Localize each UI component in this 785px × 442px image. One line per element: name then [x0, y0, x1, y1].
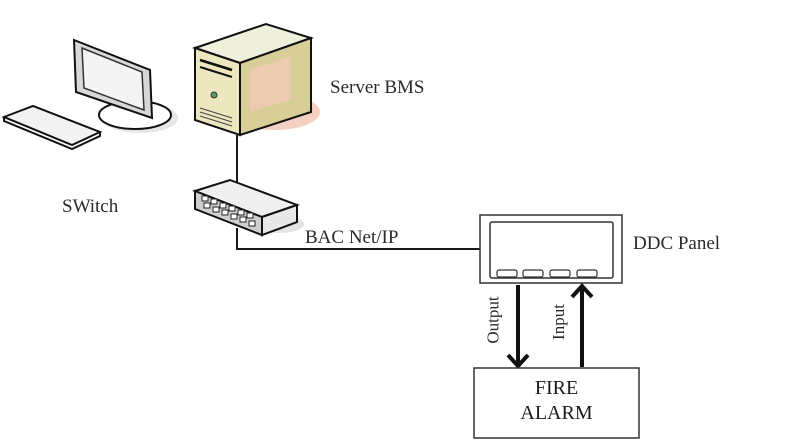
- fire-alarm-line1: FIRE: [534, 377, 579, 399]
- output-arrow: [506, 285, 530, 369]
- input-label: Input: [548, 304, 568, 340]
- output-label: Output: [483, 296, 503, 344]
- desktop-computer-icon: [1, 38, 178, 151]
- ddc-panel-label: DDC Panel: [633, 233, 721, 254]
- input-arrow: [570, 283, 594, 367]
- ddc-controller-icon: [479, 214, 623, 284]
- fire-alarm-box: [473, 367, 640, 439]
- server-tower-icon: [191, 22, 320, 137]
- network-switch-icon: [191, 178, 304, 237]
- server-label: Server BMS: [330, 77, 425, 98]
- switch-label: SWitch: [62, 196, 119, 217]
- fire-alarm-label: FIRE ALARM: [474, 376, 639, 426]
- bacnet-link: [236, 228, 480, 250]
- fire-alarm-line2: ALARM: [520, 402, 593, 424]
- bacnet-label: BAC Net/IP: [305, 227, 399, 248]
